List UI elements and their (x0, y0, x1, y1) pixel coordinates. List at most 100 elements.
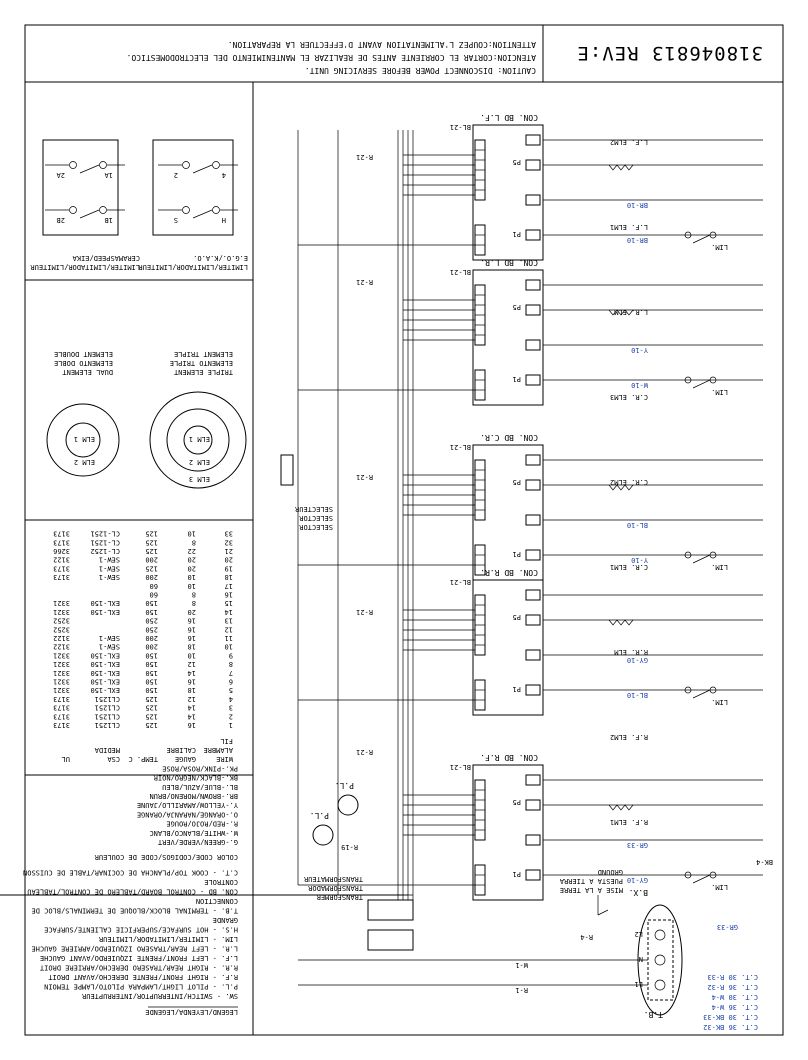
wire-label: BL-21 (450, 268, 471, 276)
limiter-terminal: 2B (57, 216, 65, 224)
wire-table-cell: 3321 (53, 669, 70, 677)
limiter-caption-ceramaspeed: CERAMASPEED/EIKA (72, 254, 140, 262)
wire-table-cell: EXL-150 (90, 660, 120, 668)
limiter-caption-ceramaspeed: LIMITER/LIMITADOR/LIMITEUR (30, 263, 140, 271)
control-board (472, 269, 544, 406)
wire-table-cell: 10 (188, 573, 196, 581)
wire-table-subheader: ALAMBRE (203, 746, 233, 754)
wire-color-label: BR-10 (627, 201, 648, 209)
ground-label: GROUND (598, 868, 623, 876)
wire-label: BK-4 (756, 858, 773, 866)
wire-table-cell: CL1251 (95, 712, 120, 720)
control-board-label: CON. BD R.R. (480, 568, 538, 577)
limiter-label: LIM. (711, 388, 728, 396)
wire-table-cell: 3321 (53, 678, 70, 686)
wire-label: BL-21 (450, 578, 471, 586)
wire-table-cell: 12 (188, 695, 196, 703)
port-label: P1 (513, 870, 521, 878)
wire-table-cell: 16 (188, 678, 196, 686)
wire-table-header: CSA (107, 755, 120, 763)
wire-table-cell: 12 (188, 660, 196, 668)
wire-table-cell: 9 (229, 651, 233, 659)
wire-table-cell: EXL-150 (90, 608, 120, 616)
wire-color-label: GR-33 (627, 841, 648, 849)
wire-table-cell: 3122 (53, 634, 70, 642)
limiter-ceramaspeed (42, 139, 119, 236)
color-code-line: O.-ORANGE/NARANJA/ORANGE (137, 810, 238, 818)
wire-table-cell: 10 (188, 530, 196, 538)
cooktop-label: C.T. 36 W-4 (712, 1003, 758, 1011)
port-label: P1 (513, 375, 521, 383)
wire-table-cell: EXL-150 (90, 669, 120, 677)
element-label: R.R. ELM (614, 648, 648, 656)
wire-table-cell: 19 (225, 564, 233, 572)
legend-line: CONTROLE (204, 878, 238, 886)
pilot-light-label: P.L. (335, 781, 354, 790)
wire-table-cell: 14 (188, 704, 196, 712)
wire-table-cell: 7 (229, 669, 233, 677)
element-label: L.F. ELM2 (610, 138, 648, 146)
wire-table-cell: 200 (145, 573, 158, 581)
wire-table-cell: 150 (145, 660, 158, 668)
wire-color-label: BL-10 (627, 521, 648, 529)
wire-label: R-21 (356, 153, 373, 161)
port-label: P1 (513, 550, 521, 558)
legend-line: T.B. - TERMINAL BLOCK/BLOQUE DE TERMINAL… (31, 907, 238, 915)
terminal-block-label: T.B. (644, 1010, 663, 1019)
wire-table-cell: SEW-1 (99, 573, 120, 581)
wire-color-label: Y-10 (631, 556, 648, 564)
limiter-captions: LIMITER/LIMITADOR/LIMITEURE.G.O./K.A.O.L… (30, 161, 248, 271)
wire-table-cell: CL1251 (95, 695, 120, 703)
wire-table-cell: 3173 (53, 530, 70, 538)
wire-table-cell: 3173 (53, 704, 70, 712)
wire-color-label: BR-10 (627, 236, 648, 244)
legend-line: CONNECTION (196, 897, 238, 905)
wire-table-cell: 150 (145, 686, 158, 694)
terminal-label: N (639, 955, 643, 963)
element-label: C.R. ELM2 (610, 478, 648, 486)
selector-label: SELECTOR (298, 514, 333, 522)
element-label: C.R. ELM1 (610, 563, 648, 571)
wire-table-cell: 3122 (53, 643, 70, 651)
wire-table-cell: 10 (188, 582, 196, 590)
limiter-terminal: H (222, 216, 226, 224)
transformer-label: TRANSFORMER (316, 893, 363, 901)
wire-table-cell: 12 (225, 625, 233, 633)
wire-table-cell: CL-1251 (90, 530, 120, 538)
bx-label: B.X. (629, 888, 648, 897)
wire-table-cell: 125 (145, 538, 158, 546)
limiter-terminal: 1B (105, 216, 113, 224)
wire-table-cell: 32 (225, 538, 233, 546)
cooktop-label: C.T. 30 R-33 (707, 973, 758, 981)
wire-label: R-21 (356, 748, 373, 756)
color-code-line: BL.-BLUE/AZUL/BLEU (162, 783, 238, 791)
ground-label: PUESTA A TIERRA (559, 877, 623, 885)
wire-table-cell: 22 (188, 547, 196, 555)
wire-table-cell: 14 (188, 712, 196, 720)
color-code-line: W.-WHITE/BLANCO/BLANC (149, 829, 238, 837)
legend-line: C.T. - COOK TOP/PLANCHA DE COCINAR/TABLE… (23, 869, 238, 877)
wire-table-header: TEMP. C (128, 755, 158, 763)
triple-elm2: ELM 2 (189, 458, 210, 466)
legend-line: R.F. - RIGHT FRONT/FRENTE DERECHO/AVANT … (48, 973, 238, 981)
wire-table-cell: 200 (145, 634, 158, 642)
wire-label: R-1 (515, 986, 528, 994)
wire-table-cell: 2 (229, 712, 233, 720)
wire-table-cell: EXL-150 (90, 599, 120, 607)
wire-table-cell: CL-1252 (90, 547, 120, 555)
wire-color-label: GY-10 (627, 876, 648, 884)
wire-table-cell: CL1251 (95, 704, 120, 712)
wire-label: R-19 (341, 843, 358, 851)
limiter-terminal: 2 (174, 171, 178, 179)
control-board (472, 124, 544, 261)
wire-table-cell: EXL-150 (90, 686, 120, 694)
pilot-light-label: P.L. (310, 811, 329, 820)
limiter-caption-ego: LIMITER/LIMITADOR/LIMITEUR (138, 263, 248, 271)
wire-table-cell: 5 (229, 686, 233, 694)
wire-table-cell: 20 (188, 564, 196, 572)
cooktop-label: C.T. 30 W-4 (712, 993, 758, 1001)
wire-table-cell: 3321 (53, 608, 70, 616)
pilot-light (337, 794, 359, 816)
cooktop-label: C.T. 30 BK-33 (703, 1013, 758, 1021)
